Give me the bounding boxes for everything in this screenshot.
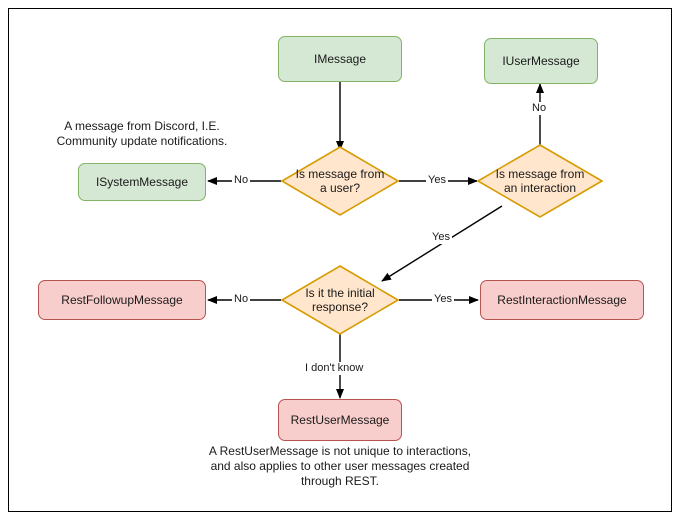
edge-label-user-no: No [232, 174, 251, 187]
diagram-border-frame [8, 8, 672, 512]
diamond-shape [281, 146, 399, 216]
diamond-shape [281, 265, 399, 335]
node-decision-is-message-from-user-label: Is message from a user? [295, 167, 385, 195]
edge-label-initial-unknown: I don't know [303, 362, 366, 375]
node-restfollowupmessage-label: RestFollowupMessage [61, 293, 183, 307]
node-isystemmessage[interactable]: ISystemMessage [78, 163, 206, 201]
node-isystemmessage-label: ISystemMessage [95, 175, 189, 189]
node-restusermessage[interactable]: RestUserMessage [278, 399, 402, 441]
diamond-shape [477, 144, 603, 218]
edge-label-interaction-no: No [530, 102, 549, 115]
node-decision-is-initial-response-label: Is it the initial response? [305, 286, 375, 314]
node-imessage-label: IMessage [313, 52, 367, 66]
node-decision-is-initial-response[interactable]: Is it the initial response? [281, 265, 399, 335]
node-decision-is-message-from-interaction[interactable]: Is message from an interaction [477, 144, 603, 218]
node-restinteractionmessage-label: RestInteractionMessage [497, 293, 627, 307]
node-restfollowupmessage[interactable]: RestFollowupMessage [38, 280, 206, 320]
node-restusermessage-label: RestUserMessage [290, 413, 390, 427]
node-decision-is-message-from-interaction-label: Is message from an interaction [495, 167, 585, 195]
edge-label-user-yes: Yes [426, 174, 448, 187]
node-restinteractionmessage[interactable]: RestInteractionMessage [480, 280, 644, 320]
note-system-message: A message from Discord, I.E. Community u… [56, 119, 228, 148]
edge-label-initial-no: No [232, 293, 251, 306]
node-decision-is-message-from-user[interactable]: Is message from a user? [281, 146, 399, 216]
edge-label-initial-yes: Yes [432, 293, 454, 306]
node-iusermessage[interactable]: IUserMessage [484, 38, 598, 84]
node-iusermessage-label: IUserMessage [502, 54, 580, 68]
note-rest-user-message: A RestUserMessage is not unique to inter… [208, 444, 472, 488]
node-imessage[interactable]: IMessage [278, 36, 402, 82]
edge-label-interaction-yes: Yes [430, 231, 452, 244]
